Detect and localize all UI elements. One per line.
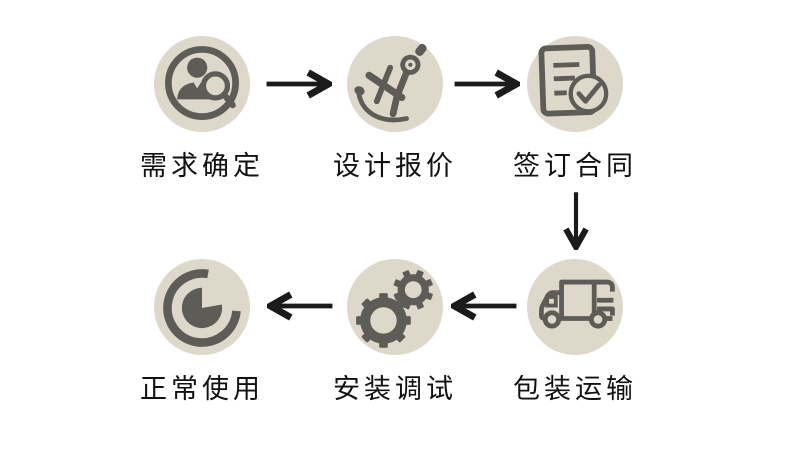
step-label: 签订合同 <box>513 151 637 181</box>
arrow-down <box>558 190 594 250</box>
step-label: 需求确定 <box>140 151 264 181</box>
step-circle <box>347 36 443 132</box>
step-circle <box>154 259 250 355</box>
delivery-truck-icon <box>539 279 615 329</box>
pie-dial-icon <box>163 269 241 347</box>
contract-check-icon <box>538 44 609 117</box>
step-label: 安装调试 <box>333 374 457 404</box>
step-circle <box>154 36 250 132</box>
step-circle <box>347 259 443 355</box>
step-transport: 包装运输 <box>505 259 645 404</box>
step-install: 安装调试 <box>325 259 465 404</box>
arrow-left-2 <box>267 288 335 324</box>
arrow-left-1 <box>451 288 519 324</box>
design-compass-icon <box>354 43 427 123</box>
step-label: 正常使用 <box>140 374 264 404</box>
step-contract: 签订合同 <box>505 36 645 181</box>
arrow-right-2 <box>452 66 520 102</box>
step-label: 设计报价 <box>333 151 457 181</box>
step-design-quote: 设计报价 <box>325 36 465 181</box>
step-label: 包装运输 <box>513 374 637 404</box>
arrow-right-1 <box>264 66 332 102</box>
step-normal-use: 正常使用 <box>132 259 272 404</box>
step-requirement: 需求确定 <box>132 36 272 181</box>
gears-icon <box>356 270 433 348</box>
step-circle <box>527 36 623 132</box>
user-search-icon <box>165 46 239 120</box>
step-circle <box>527 259 623 355</box>
